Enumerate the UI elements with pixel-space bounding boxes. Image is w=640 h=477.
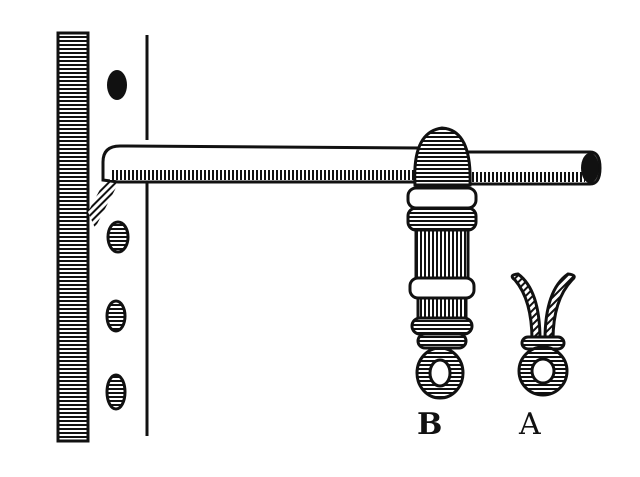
rod-knob: [413, 126, 472, 187]
wall-strip: [56, 31, 90, 443]
piece-b: [406, 186, 478, 400]
horizontal-rod: [101, 144, 602, 186]
wall-holes: [105, 70, 130, 411]
label-a: A: [519, 407, 541, 442]
label-b: B: [417, 407, 443, 442]
piece-a: [510, 272, 576, 397]
rod-shadow: [88, 180, 120, 228]
